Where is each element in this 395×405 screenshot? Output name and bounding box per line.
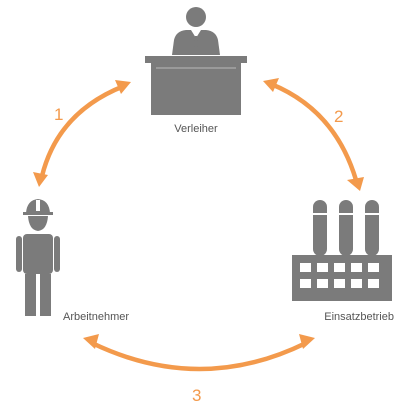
einsatzbetrieb-label: Einsatzbetrieb (324, 311, 394, 323)
step-label-3: 3 (192, 386, 201, 405)
arrow-1 (33, 80, 131, 187)
factory-icon (292, 200, 392, 301)
arrow-3 (83, 334, 315, 372)
construction-worker-icon (16, 199, 60, 316)
step-label-2: 2 (334, 107, 343, 126)
verleiher-label: Verleiher (174, 123, 218, 135)
step-label-1: 1 (54, 105, 63, 124)
person-at-desk-icon (145, 7, 247, 115)
arrow-2 (263, 78, 364, 191)
arbeitnehmer-label: Arbeitnehmer (63, 311, 129, 323)
